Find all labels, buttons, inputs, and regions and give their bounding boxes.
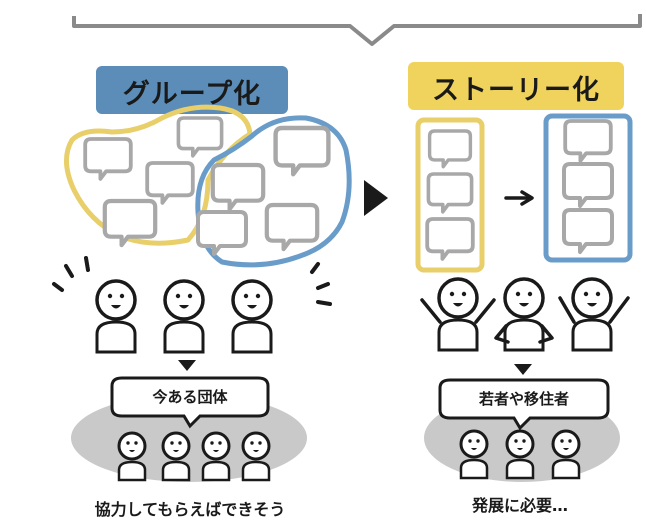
person-icon bbox=[551, 429, 581, 480]
left-group-yellow bbox=[64, 104, 253, 246]
person-icon bbox=[494, 277, 554, 352]
speech-bubble-icon bbox=[267, 205, 317, 249]
left-title-background bbox=[96, 66, 288, 114]
speech-bubble-icon bbox=[562, 208, 614, 254]
speech-bubble-icon bbox=[276, 128, 329, 174]
person-icon bbox=[241, 431, 271, 482]
arrow-down-icon bbox=[178, 360, 196, 371]
right-caption: 発展に必要… bbox=[471, 496, 568, 515]
speech-bubble-icon bbox=[563, 119, 613, 163]
top-brace bbox=[72, 14, 642, 46]
speech-bubble-icon bbox=[176, 116, 224, 158]
speech-bubble-icon bbox=[213, 165, 263, 209]
arrow-down-icon bbox=[514, 364, 532, 375]
speech-bubble-icon bbox=[427, 129, 473, 169]
person-icon bbox=[505, 429, 535, 480]
arrow-right-icon bbox=[364, 180, 388, 216]
person-icon bbox=[95, 279, 137, 354]
speech-bubble-icon bbox=[105, 201, 155, 245]
left-bubble-label: 今ある団体 bbox=[152, 388, 228, 406]
speech-bubble-icon bbox=[145, 161, 195, 205]
right-label-bubble bbox=[438, 378, 610, 431]
arrow-right-icon bbox=[504, 190, 534, 206]
left-caption: 協力してもらえばできそう bbox=[94, 500, 286, 519]
speech-bubble-icon bbox=[425, 217, 475, 261]
speech-bubble-icon bbox=[83, 137, 133, 181]
person-icon bbox=[117, 431, 147, 482]
person-icon bbox=[161, 431, 191, 482]
person-icon bbox=[231, 279, 273, 354]
speech-bubble-icon bbox=[562, 162, 614, 208]
person-icon bbox=[558, 277, 630, 352]
person-icon bbox=[420, 277, 496, 352]
right-title: ストーリー化 bbox=[432, 75, 600, 106]
person-icon bbox=[163, 279, 205, 354]
person-icon bbox=[201, 431, 231, 482]
speech-bubble-icon bbox=[426, 172, 474, 214]
right-bubble-label: 若者や移住者 bbox=[478, 390, 569, 408]
speech-bubble-icon bbox=[196, 210, 248, 256]
excitement-marks-right bbox=[310, 262, 332, 306]
right-title-background bbox=[408, 62, 624, 110]
right-group-yellow bbox=[415, 117, 485, 273]
right-group-blue bbox=[543, 113, 633, 263]
left-label-bubble bbox=[110, 376, 270, 429]
excitement-marks-left bbox=[52, 256, 90, 292]
left-title: グループ化 bbox=[122, 79, 262, 110]
person-icon bbox=[459, 429, 489, 480]
